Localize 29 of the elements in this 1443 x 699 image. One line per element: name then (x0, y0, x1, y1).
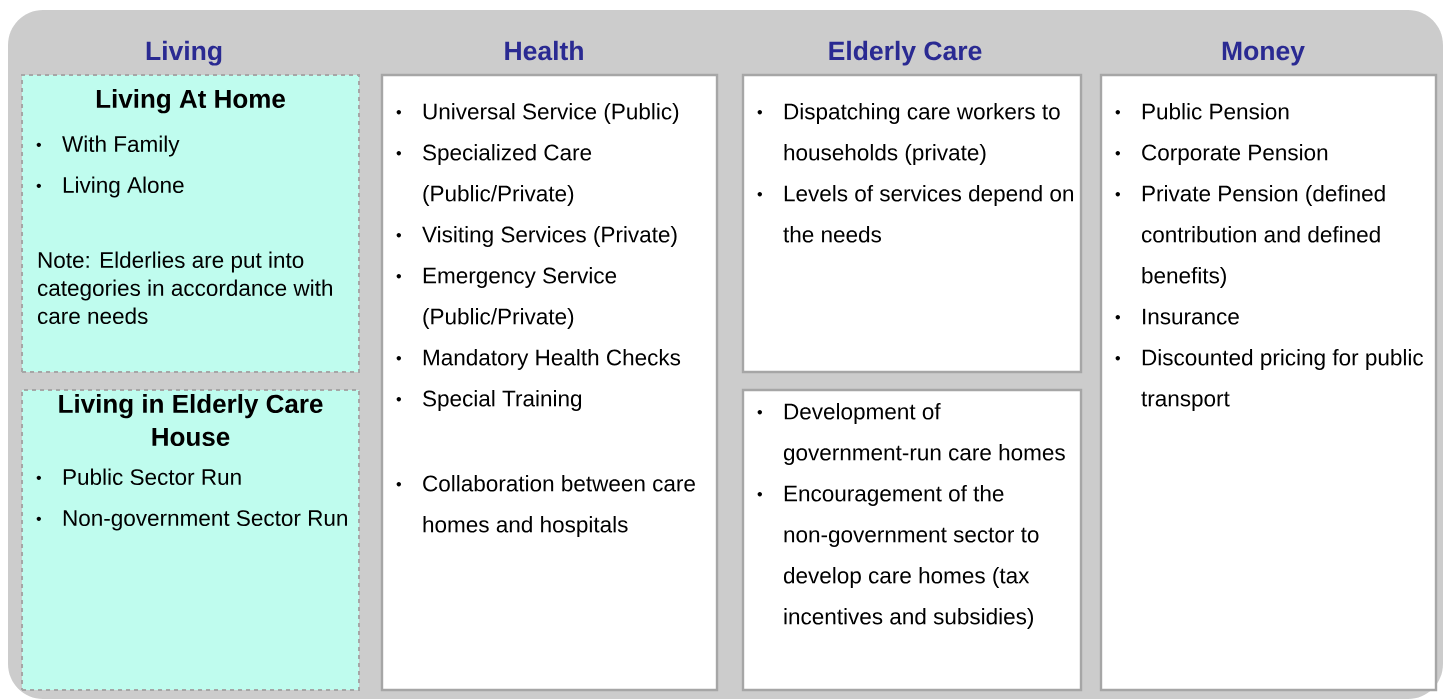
bullet-item: Corporate Pension (1115, 144, 1328, 165)
bullet-item: Insurance (1115, 308, 1239, 325)
bullet-item: Public Pension (1115, 103, 1289, 120)
note-text: Note: Elderlies are put into categories in accordance with care needs (37, 251, 332, 325)
bullet-item: Discounted pricing for public transport (1115, 349, 1424, 411)
bullet-item: Collaboration between care homes and hospitals (396, 475, 695, 537)
category-box (21, 74, 360, 373)
category-box (741, 388, 1083, 692)
bullet-item: Non-government Sector Run (36, 510, 347, 531)
bullet-item: Development of government-run care homes (757, 403, 1065, 465)
box-heading: Living At Home (96, 89, 285, 114)
bullet-item: Specialized Care (Public/Private) (396, 144, 592, 206)
bullet-item: Emergency Service (Public/Private) (396, 267, 617, 329)
box-heading: Living in Elderly Care House (59, 394, 323, 447)
bullet-item: Special Training (396, 390, 582, 411)
bullet-item: Dispatching care workers to households (private) (757, 103, 1060, 165)
bullet-item: Universal Service (Public) (396, 103, 679, 124)
bullet-item: With Family (36, 135, 180, 157)
bullet-item: Living Alone (36, 176, 184, 198)
bullet-item: Private Pension (defined contribution and defined benefits) (1115, 185, 1385, 288)
category-box (1099, 73, 1438, 692)
category-box (21, 389, 360, 691)
bullet-item: Levels of services depend on the needs (757, 185, 1073, 243)
bullet-item: Visiting Services (Private) (396, 226, 677, 247)
bullet-item: Encouragement of the non-government sector to develop care homes (tax incentives and subsidies) (757, 485, 1039, 629)
category-box (380, 73, 719, 692)
bullet-item: Public Sector Run (36, 468, 241, 486)
category-box (741, 73, 1083, 374)
bullet-item: Mandatory Health Checks (396, 349, 681, 370)
